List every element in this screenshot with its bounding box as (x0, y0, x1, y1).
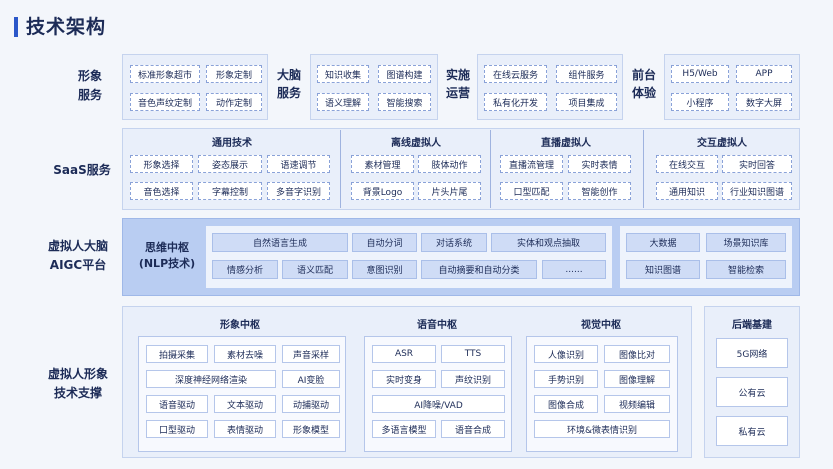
tech-item: 深度神经网络渲染 (146, 370, 276, 388)
saas-item: 智能创作 (568, 182, 631, 200)
tech-item: 动捕驱动 (282, 395, 340, 413)
saas-general-title: 通用技术 (212, 138, 252, 149)
label-ops: 实施 运营 (445, 68, 470, 100)
page-title: 技术架构 (26, 16, 107, 38)
item-component-service: 组件服务 (556, 65, 617, 83)
saas-live-title: 直播虚拟人 (541, 138, 591, 149)
saas-divider (340, 130, 341, 208)
tech-item: 素材去噪 (214, 345, 276, 363)
saas-item: 在线交互 (656, 155, 718, 173)
item-private-dev: 私有化开发 (484, 93, 547, 111)
label-brain-service: 大脑 服务 (276, 68, 301, 100)
tech-item: 图像合成 (534, 395, 598, 413)
item-digital-screen: 数字大屏 (736, 93, 792, 111)
nlp-item: 自动摘要和自动分类 (421, 260, 537, 279)
tech-item: ASR (372, 345, 436, 363)
saas-item: 姿态展示 (198, 155, 262, 173)
saas-item: 实时表情 (568, 155, 631, 173)
item-graph-build: 图谱构建 (378, 65, 431, 83)
saas-item: 行业知识图谱 (722, 182, 792, 200)
vision-hub-title: 视觉中枢 (581, 320, 621, 331)
tech-item: 环境&微表情识别 (534, 420, 670, 438)
tech-item: 拍摄采集 (146, 345, 208, 363)
saas-divider (643, 130, 644, 208)
item-project-integration: 项目集成 (556, 93, 617, 111)
tech-item: 图像比对 (604, 345, 670, 363)
saas-divider (490, 130, 491, 208)
saas-item: 素材管理 (351, 155, 414, 173)
row-label-tech: 虚拟人形象 技术支撑 (47, 367, 108, 400)
backend-item: 私有云 (716, 416, 788, 446)
saas-item: 多音字识别 (267, 182, 330, 200)
row-label-image-services: 形象 服务 (77, 69, 102, 102)
nlp-item: 对话系统 (421, 233, 487, 252)
nlp-right-item: 知识图谱 (626, 260, 700, 279)
item-knowledge-collect: 知识收集 (317, 65, 369, 83)
nlp-item: ...... (542, 260, 606, 279)
item-motion-custom: 动作定制 (206, 93, 262, 111)
tech-item: 图像理解 (604, 370, 670, 388)
nlp-label: 思维中枢 (NLP技术) (138, 241, 196, 270)
saas-offline-title: 离线虚拟人 (391, 138, 441, 149)
tech-item: 表情驱动 (214, 420, 276, 438)
saas-item: 肢体动作 (418, 155, 481, 173)
nlp-item: 情感分析 (212, 260, 278, 279)
backend-item: 5G网络 (716, 338, 788, 368)
voice-hub-title: 语音中枢 (417, 320, 457, 331)
nlp-right-item: 智能检索 (706, 260, 786, 279)
tech-item: 视频编辑 (604, 395, 670, 413)
tech-item: 口型驱动 (146, 420, 208, 438)
backend-title: 后端基建 (732, 320, 772, 331)
saas-interactive-title: 交互虚拟人 (697, 138, 747, 149)
saas-item: 实时回答 (722, 155, 792, 173)
tech-item: 手势识别 (534, 370, 598, 388)
row-label-brain: 虚拟人大脑 AIGC平台 (47, 239, 108, 272)
item-semantic-understand: 语义理解 (317, 93, 369, 111)
backend-item: 公有云 (716, 377, 788, 407)
item-voice-custom: 音色声纹定制 (130, 93, 200, 111)
nlp-item: 实体和观点抽取 (491, 233, 606, 252)
item-h5-web: H5/Web (671, 65, 729, 83)
saas-item: 片头片尾 (418, 182, 481, 200)
item-app: APP (736, 65, 792, 83)
nlp-item: 语义匹配 (282, 260, 348, 279)
saas-item: 语速调节 (267, 155, 330, 173)
nlp-right-item: 场景知识库 (706, 233, 786, 252)
tech-item: 声音采样 (282, 345, 340, 363)
saas-item: 直播流管理 (500, 155, 563, 173)
tech-item: 文本驱动 (214, 395, 276, 413)
saas-item: 背景Logo (351, 182, 414, 200)
item-smart-search: 智能搜索 (378, 93, 431, 111)
tech-item: 实时变身 (372, 370, 436, 388)
label-front: 前台 体验 (631, 68, 656, 100)
tech-item: 语音驱动 (146, 395, 208, 413)
title-accent-bar (14, 17, 18, 37)
nlp-item: 自然语言生成 (212, 233, 348, 252)
item-mini-program: 小程序 (671, 93, 729, 111)
item-standard-image: 标准形象超市 (130, 65, 200, 83)
tech-item: TTS (441, 345, 505, 363)
tech-item: 多语言模型 (372, 420, 436, 438)
tech-item: 形象模型 (282, 420, 340, 438)
saas-item: 字幕控制 (198, 182, 262, 200)
tech-item: AI降噪/VAD (372, 395, 505, 413)
saas-item: 音色选择 (130, 182, 193, 200)
tech-item: 声纹识别 (441, 370, 505, 388)
saas-item: 口型匹配 (500, 182, 563, 200)
image-hub-title: 形象中枢 (220, 320, 260, 331)
row-label-saas: SaaS服务 (53, 162, 111, 177)
item-cloud-service: 在线云服务 (484, 65, 547, 83)
item-image-custom: 形象定制 (206, 65, 262, 83)
saas-item: 通用知识 (656, 182, 718, 200)
tech-item: AI变脸 (282, 370, 340, 388)
tech-item: 人像识别 (534, 345, 598, 363)
nlp-right-item: 大数据 (626, 233, 700, 252)
tech-item: 语音合成 (441, 420, 505, 438)
saas-item: 形象选择 (130, 155, 193, 173)
nlp-item: 自动分词 (352, 233, 417, 252)
nlp-item: 意图识别 (352, 260, 417, 279)
